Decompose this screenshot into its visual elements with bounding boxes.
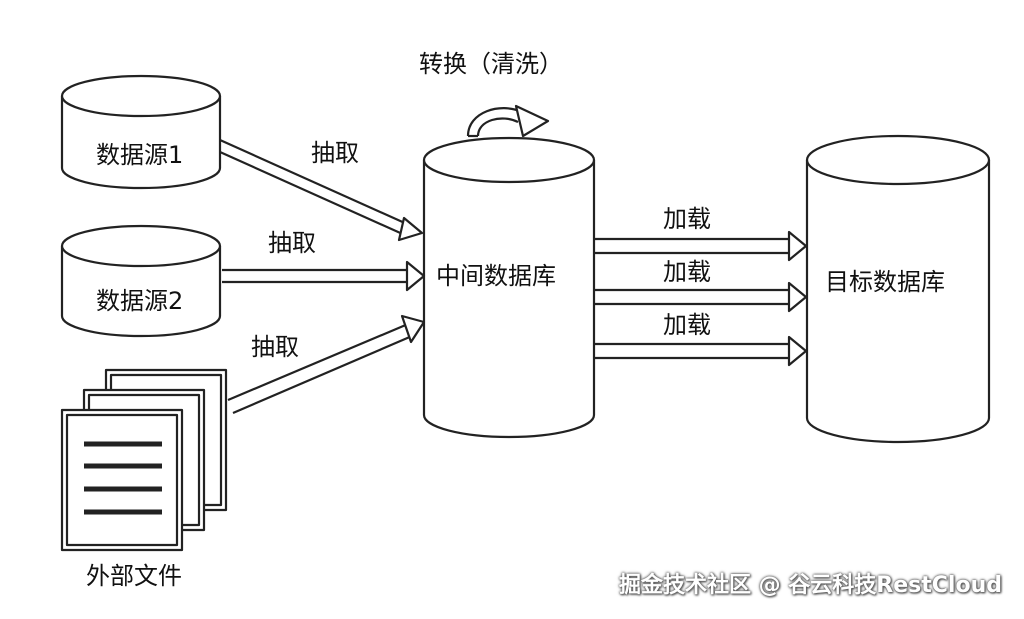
intermediate-db-label: 中间数据库: [436, 262, 556, 290]
extract-label-2: 抽取: [268, 229, 316, 257]
extract-arrow-2: [222, 260, 426, 292]
external-files-label: 外部文件: [86, 562, 182, 590]
source-1-cylinder: [60, 74, 222, 190]
target-db-cylinder: [805, 134, 991, 444]
source-1-label: 数据源1: [96, 141, 184, 169]
external-files-icon: [60, 368, 228, 552]
watermark-text: 掘金技术社区 @ 谷云科技RestCloud: [618, 573, 1002, 598]
intermediate-db-cylinder: [422, 136, 596, 439]
load-label-3: 加载: [663, 311, 711, 339]
target-db-label: 目标数据库: [825, 268, 945, 296]
extract-arrow-1: [219, 138, 424, 242]
extract-label-3: 抽取: [251, 333, 299, 361]
extract-label-1: 抽取: [311, 139, 359, 167]
load-arrow-2: [594, 281, 808, 313]
transform-label: 转换（清洗）: [419, 50, 563, 78]
source-2-cylinder: [60, 224, 222, 338]
load-label-2: 加载: [663, 258, 711, 286]
source-2-label: 数据源2: [96, 287, 184, 315]
transform-loop-arrow: [466, 104, 550, 138]
extract-arrow-3: [227, 314, 426, 415]
load-label-1: 加载: [663, 205, 711, 233]
load-arrow-3: [594, 335, 808, 367]
load-arrow-1: [594, 230, 808, 262]
